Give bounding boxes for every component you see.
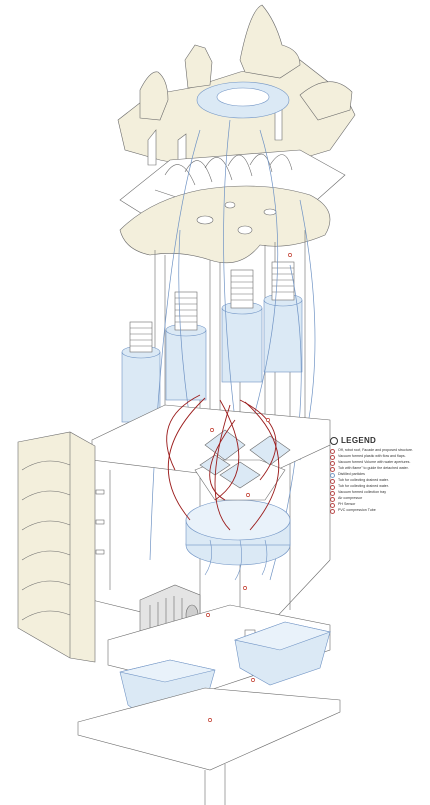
legend-item: Air compressor [330, 496, 428, 502]
legend-dot-icon [330, 491, 335, 496]
legend-item: Vacuum formed plastic with flow and flap… [330, 454, 428, 460]
legend-dot-icon [330, 467, 335, 472]
central-funnel-assembly [185, 429, 291, 581]
base-platform [77, 687, 341, 805]
legend-dot-icon [330, 479, 335, 484]
legend-dot-icon [330, 485, 335, 490]
cylinder-1 [121, 321, 161, 423]
cylinder-2 [165, 291, 207, 401]
legend-dot-icon [330, 509, 335, 514]
legend-item: Tub with flame" to guide the detached wa… [330, 466, 428, 472]
legend-item: Off, robot roof, Facade and proposed str… [330, 448, 428, 454]
legend-item: Tub for collecting drained water. [330, 478, 428, 484]
legend-item: Vacuum formed Volume with water aperture… [330, 460, 428, 466]
legend-dot-icon [330, 449, 335, 454]
legend-item: Tub for collecting drained water. [330, 484, 428, 490]
legend-dot-icon [330, 473, 335, 478]
cylinder-3 [221, 269, 263, 383]
legend-item: PH Sensor [330, 502, 428, 508]
legend-item: Distilled particles [330, 472, 428, 478]
legend-list: Off, robot roof, Facade and proposed str… [330, 448, 428, 514]
left-facade-panel [17, 431, 96, 663]
legend-item: PVC compression Tube [330, 508, 428, 514]
blue-cylinders [121, 261, 303, 423]
legend-title: LEGEND [341, 436, 377, 445]
legend: LEGEND Off, robot roof, Facade and propo… [330, 436, 428, 514]
legend-dot-icon [330, 455, 335, 460]
vacuum-formed-ring [196, 81, 290, 119]
legend-dot-icon [330, 497, 335, 502]
legend-ring-icon [330, 436, 338, 445]
legend-heading: LEGEND [330, 436, 428, 445]
cylinder-4 [263, 261, 303, 373]
red-compression-tubes [166, 394, 280, 531]
legend-dot-icon [330, 461, 335, 466]
legend-item: Vacuum formed collection tray [330, 490, 428, 496]
annotation-markers [206, 253, 292, 722]
legend-dot-icon [330, 503, 335, 508]
